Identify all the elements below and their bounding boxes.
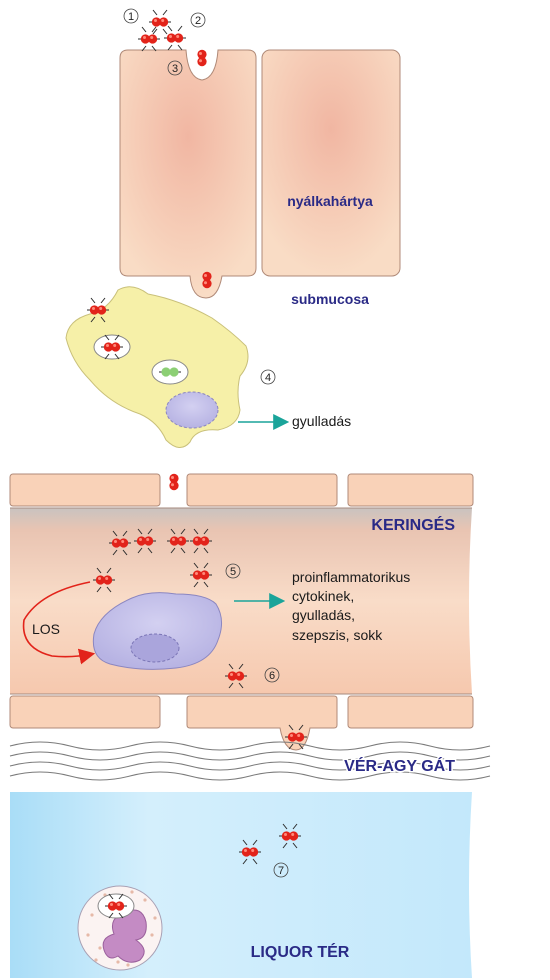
monocyte	[92, 592, 222, 670]
digested-diplococcus-icon	[159, 367, 181, 377]
macrophage-nucleus	[165, 391, 219, 429]
neutrophil-icon	[77, 885, 163, 971]
blood-brain-barrier	[9, 741, 491, 781]
vessel-wall-cell	[347, 473, 474, 507]
circle-number-icon	[260, 369, 276, 385]
step-marker-6: 6	[264, 667, 280, 683]
svg-text:7: 7	[278, 865, 284, 877]
svg-text:6: 6	[269, 670, 275, 682]
circle-number-icon	[225, 563, 241, 579]
diplococcus-icon	[137, 26, 161, 52]
blood-vessel	[9, 473, 474, 751]
vessel-wall-cell	[186, 473, 338, 507]
monocyte-nucleus	[130, 633, 180, 663]
diplococcus-icon	[148, 9, 172, 35]
circle-number-icon	[123, 8, 139, 24]
vessel-wall-cell	[9, 695, 161, 729]
step-marker-2: 2	[190, 12, 206, 28]
curved-arrow-icon	[22, 581, 96, 665]
bacteria-cluster-surface	[137, 9, 187, 52]
circle-number-icon	[190, 12, 206, 28]
inflammation-label-1: gyulladás	[292, 413, 351, 429]
svg-text:5: 5	[230, 566, 236, 578]
effect-line: proinflammatorikus	[292, 569, 410, 585]
step-marker-4: 4	[260, 369, 276, 385]
diplococcus-icon	[169, 473, 179, 491]
step-marker-5: 5	[225, 563, 241, 579]
effect-line: cytokinek,	[292, 588, 354, 604]
csf-space	[10, 792, 472, 978]
vessel-wall-cell	[347, 695, 474, 729]
csf-label: LIQUOR TÉR	[251, 942, 350, 961]
epithelial-cell-left	[119, 49, 257, 299]
step-marker-3: 3	[167, 60, 183, 76]
diplococcus-icon	[197, 49, 207, 67]
step-marker-1: 1	[123, 8, 139, 24]
los-label: LOS	[32, 621, 60, 637]
circulation-label: KERINGÉS	[371, 515, 455, 534]
circle-number-icon	[273, 862, 289, 878]
circle-number-icon	[167, 60, 183, 76]
bbb-label: VÉR-AGY GÁT	[344, 756, 455, 775]
macrophage	[65, 286, 249, 448]
circle-number-icon	[264, 667, 280, 683]
mucosa-label: nyálkahártya	[287, 193, 373, 209]
svg-text:3: 3	[172, 63, 178, 75]
vessel-wall-cell	[186, 695, 338, 751]
svg-text:4: 4	[265, 372, 271, 384]
svg-text:1: 1	[128, 11, 134, 23]
svg-text:2: 2	[195, 15, 201, 27]
step-marker-7: 7	[273, 862, 289, 878]
epithelial-layer	[119, 49, 401, 299]
systemic-effects-list: proinflammatorikus cytokinek, gyulladás,…	[292, 569, 410, 643]
epithelial-cell-right	[261, 49, 401, 277]
submucosa-label: submucosa	[291, 291, 369, 307]
vessel-wall-cell	[9, 473, 161, 507]
effect-line: gyulladás,	[292, 607, 355, 623]
diplococcus-icon	[163, 25, 187, 51]
effect-line: szepszis, sokk	[292, 627, 383, 643]
